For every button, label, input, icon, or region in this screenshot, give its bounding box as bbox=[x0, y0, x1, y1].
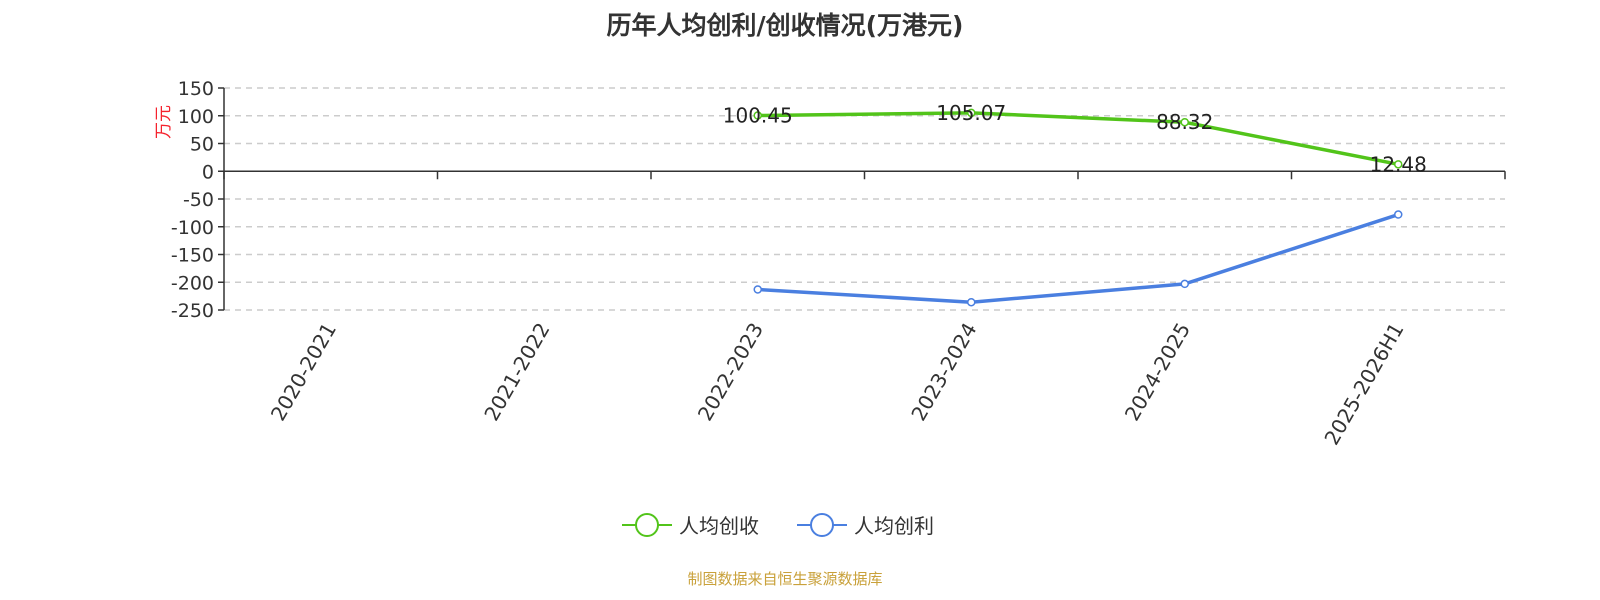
y-tick-label: -150 bbox=[171, 245, 214, 267]
line-chart: 150 100 50 0 -50 -100 -150 -200 -250 万元 2020-2021 2… bbox=[154, 78, 1506, 538]
legend-label: 人均创收 bbox=[679, 514, 759, 538]
data-point bbox=[1180, 117, 1189, 127]
data-point bbox=[1394, 210, 1403, 219]
data-point bbox=[967, 108, 976, 118]
legend-circle-icon bbox=[810, 513, 834, 537]
legend-circle-icon bbox=[635, 513, 659, 537]
x-tick-label: 2020-2021 bbox=[266, 319, 341, 425]
y-tick-label: 100 bbox=[178, 106, 214, 128]
y-tick-label: -250 bbox=[171, 300, 214, 322]
y-tick-label: -200 bbox=[171, 272, 214, 294]
y-tick-label: 50 bbox=[190, 134, 214, 156]
series-line-1 bbox=[757, 212, 1399, 304]
y-tick-label: -50 bbox=[183, 189, 214, 211]
y-tick-label: 0 bbox=[202, 161, 214, 183]
data-point bbox=[1394, 160, 1403, 169]
x-tick-label: 2025-2026H1 bbox=[1319, 319, 1408, 449]
data-point bbox=[753, 285, 762, 294]
data-label: 105.07 bbox=[936, 101, 1006, 125]
y-tick-label: 150 bbox=[178, 78, 214, 100]
data-label: 12.48 bbox=[1370, 152, 1427, 176]
y-axis-label: 万元 bbox=[154, 105, 174, 139]
data-point bbox=[1180, 279, 1189, 289]
y-tick-label: -100 bbox=[171, 217, 214, 239]
legend-label: 人均创利 bbox=[854, 514, 934, 538]
data-point bbox=[753, 111, 762, 120]
x-tick-label: 2023-2024 bbox=[906, 319, 981, 425]
data-label: 100.45 bbox=[723, 104, 793, 128]
x-tick-label: 2024-2025 bbox=[1120, 319, 1195, 425]
x-tick-label: 2021-2022 bbox=[479, 319, 554, 425]
x-tick-label: 2022-2023 bbox=[693, 319, 768, 425]
chart-title: 历年人均创利/创收情况(万港元) bbox=[606, 11, 964, 40]
data-label: 88.32 bbox=[1156, 110, 1213, 134]
series-line-0 bbox=[757, 111, 1399, 167]
data-source-footer: 制图数据来自恒生聚源数据库 bbox=[687, 570, 883, 588]
data-point bbox=[967, 297, 976, 307]
